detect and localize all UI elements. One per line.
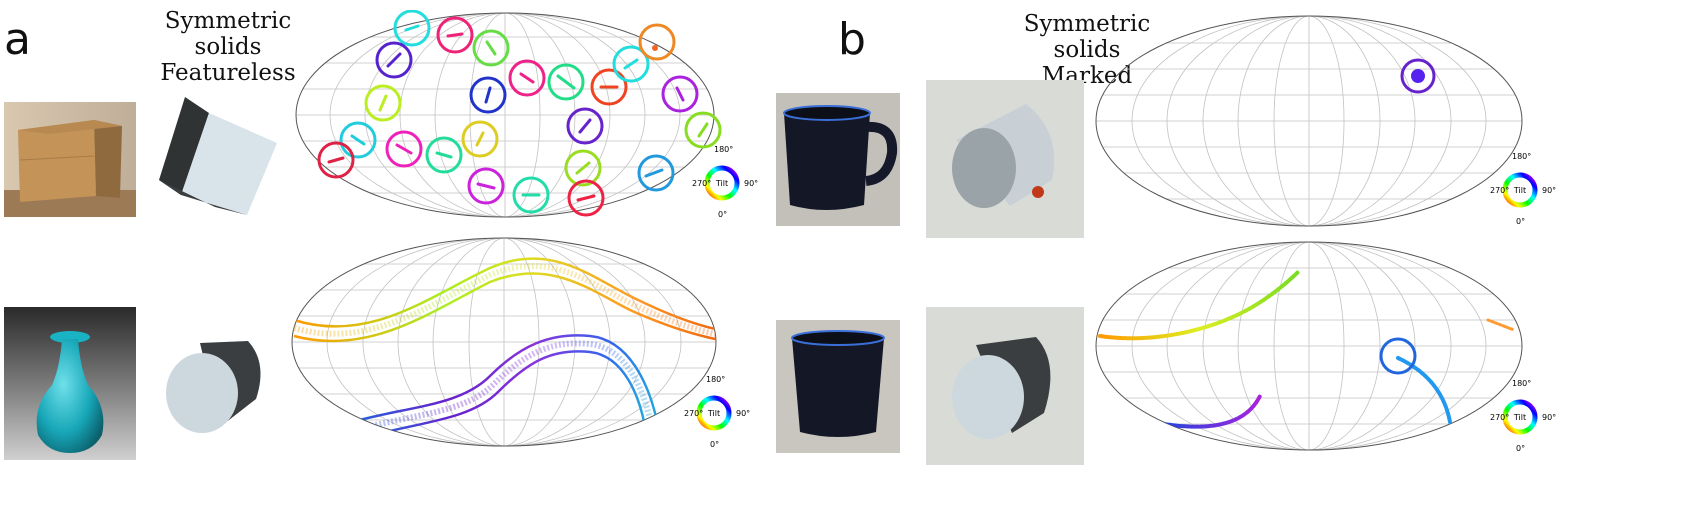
mug-without-handle-photo bbox=[776, 320, 900, 453]
mollweide-plot-a-bottom bbox=[291, 237, 717, 447]
rotation-marker bbox=[436, 16, 474, 54]
tilt-wheel-b-top: Tilt 180° 90° 0° 270° bbox=[1490, 149, 1570, 229]
rotation-marker bbox=[467, 167, 505, 205]
tilt-wheel-a-bottom: Tilt 180° 90° 0° 270° bbox=[684, 372, 764, 452]
panel-b-heading-line1: Symmetric solids bbox=[1023, 11, 1151, 63]
rotation-marker bbox=[547, 63, 585, 101]
tilt-tick-bottom: 0° bbox=[1516, 217, 1525, 226]
rotation-marker bbox=[590, 68, 628, 106]
rotation-marker bbox=[512, 176, 550, 214]
rotation-marker bbox=[469, 76, 507, 114]
cube-render bbox=[155, 95, 280, 220]
tilt-tick-top: 180° bbox=[1512, 152, 1531, 161]
tilt-label: Tilt bbox=[715, 179, 728, 188]
symmetry-band-upper bbox=[293, 257, 716, 332]
panel-a-label: a bbox=[4, 14, 31, 65]
rotation-marker bbox=[393, 10, 431, 47]
tilt-tick-left: 270° bbox=[684, 409, 703, 418]
rotation-marker bbox=[564, 149, 602, 187]
symmetry-arc-lower bbox=[1162, 394, 1262, 429]
tilt-tick-right: 90° bbox=[1542, 413, 1556, 422]
tilt-wheel-a-top: Tilt 180° 90° 0° 270° bbox=[692, 142, 772, 222]
mollweide-plot-a-top bbox=[295, 10, 722, 218]
rotation-marker bbox=[364, 84, 402, 122]
tilt-tick-top: 180° bbox=[714, 145, 733, 154]
rotation-marker bbox=[566, 107, 604, 145]
rotation-marker bbox=[1400, 58, 1436, 94]
cylinder-render-b bbox=[926, 307, 1084, 465]
tilt-tick-right: 90° bbox=[744, 179, 758, 188]
tilt-tick-right: 90° bbox=[736, 409, 750, 418]
rotation-marker bbox=[375, 41, 413, 79]
cylinder-render-a bbox=[160, 333, 270, 438]
tilt-tick-bottom: 0° bbox=[1516, 444, 1525, 453]
symmetry-arc-upper bbox=[1098, 270, 1300, 341]
rotation-marker-dot bbox=[1411, 69, 1425, 83]
panel-a-heading: Symmetric solids Featureless bbox=[128, 8, 328, 86]
rotation-marker bbox=[461, 120, 499, 158]
rotation-marker bbox=[612, 45, 650, 83]
tilt-tick-top: 180° bbox=[706, 375, 725, 384]
symmetry-arc-right bbox=[1486, 318, 1516, 332]
tilt-tick-left: 270° bbox=[1490, 413, 1509, 422]
marked-cylinder-render bbox=[926, 80, 1084, 238]
panel-b-label: b bbox=[838, 14, 866, 65]
rotation-marker bbox=[385, 130, 423, 168]
symmetry-band-lower bbox=[351, 334, 660, 427]
rotation-marker bbox=[317, 141, 355, 179]
rotation-marker bbox=[472, 29, 510, 67]
rotation-marker bbox=[508, 59, 546, 97]
rotation-marker bbox=[567, 179, 605, 217]
panel-a-heading-line2: Featureless bbox=[160, 60, 296, 86]
tilt-tick-left: 270° bbox=[692, 179, 711, 188]
tilt-wheel-b-bottom: Tilt 180° 90° 0° 270° bbox=[1490, 376, 1570, 456]
tilt-tick-bottom: 0° bbox=[718, 210, 727, 219]
tilt-tick-left: 270° bbox=[1490, 186, 1509, 195]
tilt-tick-bottom: 0° bbox=[710, 440, 719, 449]
tilt-tick-top: 180° bbox=[1512, 379, 1531, 388]
rotation-marker bbox=[339, 121, 377, 159]
tilt-label: Tilt bbox=[1513, 413, 1526, 422]
vase-photo bbox=[4, 307, 136, 460]
symmetry-band-upper-edge bbox=[293, 272, 716, 343]
rotation-marker bbox=[425, 136, 463, 174]
rotation-marker bbox=[661, 75, 699, 113]
mollweide-plot-b-top bbox=[1095, 15, 1523, 227]
mug-with-handle-photo bbox=[776, 93, 900, 226]
rotation-marker bbox=[1379, 337, 1417, 375]
mollweide-plot-b-bottom bbox=[1095, 241, 1523, 451]
tilt-label: Tilt bbox=[1513, 186, 1526, 195]
symmetry-arc-blue bbox=[1396, 356, 1452, 424]
rotation-marker bbox=[638, 23, 676, 61]
symmetry-band-lower-edge bbox=[369, 350, 648, 438]
rotation-marker bbox=[684, 111, 722, 149]
panel-a-heading-line1: Symmetric solids bbox=[164, 8, 292, 60]
rotation-marker bbox=[637, 154, 675, 192]
cardboard-box-photo bbox=[4, 102, 136, 217]
tilt-tick-right: 90° bbox=[1542, 186, 1556, 195]
tilt-label: Tilt bbox=[707, 409, 720, 418]
